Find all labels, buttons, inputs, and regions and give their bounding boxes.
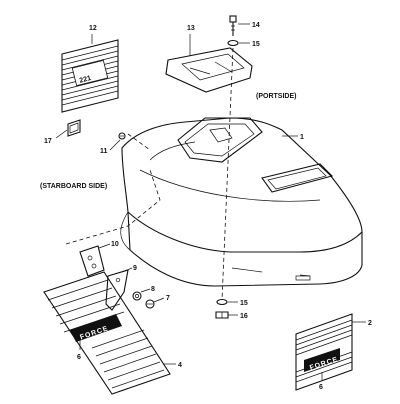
washer-15-top — [227, 39, 239, 47]
starboard-caption: (STARBOARD SIDE) — [40, 183, 107, 190]
callout-10: 10 — [111, 241, 119, 248]
bracket-assembly-line — [65, 169, 161, 245]
washer-15-bottom — [216, 298, 228, 306]
bolt-14 — [229, 15, 237, 36]
engine-cover — [120, 117, 363, 287]
nut-16 — [215, 311, 229, 319]
callout-13: 13 — [187, 25, 195, 32]
callout-1: 1 — [300, 134, 304, 141]
bracket-10 — [79, 245, 105, 277]
callout-15-bottom: 15 — [240, 300, 248, 307]
callout-9: 9 — [133, 265, 137, 272]
top-plate — [165, 47, 253, 93]
callout-6-starboard: 6 — [77, 354, 81, 361]
callout-2: 2 — [368, 320, 372, 327]
washer-8 — [132, 291, 142, 301]
callout-14: 14 — [252, 22, 260, 29]
callout-7: 7 — [166, 295, 170, 302]
callout-12: 12 — [89, 25, 97, 32]
small-decal-17 — [67, 119, 81, 137]
side-decal-2: FORCE — [295, 313, 353, 391]
callout-4: 4 — [178, 362, 182, 369]
callout-8: 8 — [151, 286, 155, 293]
callout-15-top: 15 — [252, 41, 260, 48]
callout-11: 11 — [100, 148, 108, 155]
decal-12-number: 221 — [79, 75, 92, 85]
callout-16: 16 — [240, 313, 248, 320]
callout-17: 17 — [44, 138, 52, 145]
callout-6-port: 6 — [319, 384, 323, 391]
assembly-axis — [221, 47, 234, 301]
portside-caption: (PORTSIDE) — [256, 93, 296, 100]
decal-12: 221 — [61, 39, 119, 113]
leader-lines — [55, 23, 366, 380]
screw-11 — [118, 132, 126, 140]
screw-7 — [145, 299, 155, 309]
